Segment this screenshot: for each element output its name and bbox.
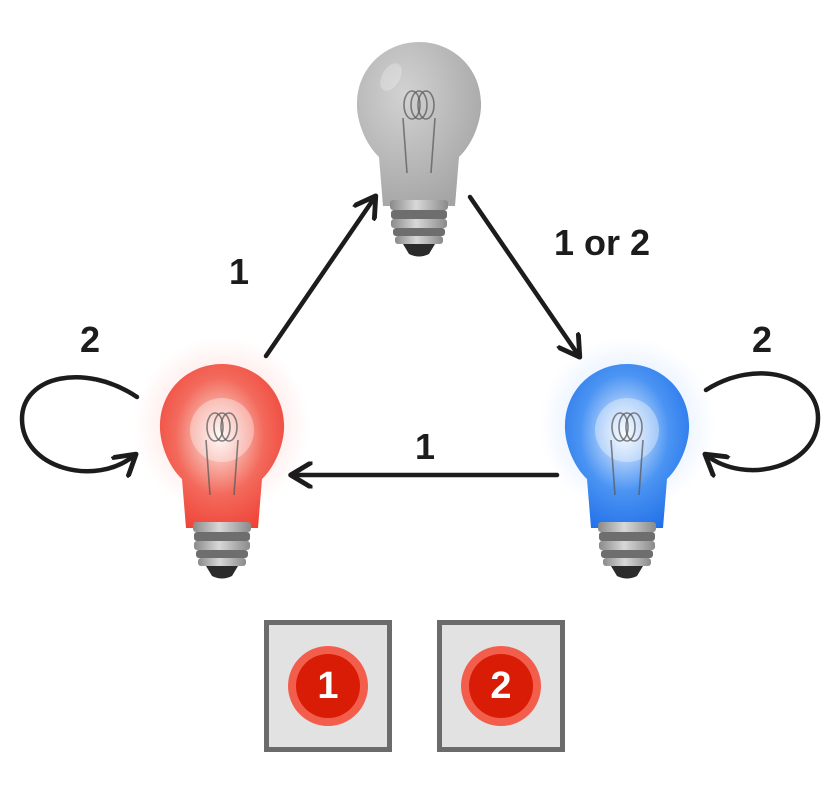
label-blue-to-red: 1 [415, 426, 436, 467]
gray-bulb-icon [356, 42, 482, 257]
button-panel-2: 2 [437, 620, 565, 752]
button-panel-1: 1 [264, 620, 392, 752]
label-gray-to-blue: 1 or 2 [554, 222, 651, 263]
label-blue-self-loop: 2 [752, 319, 773, 360]
button-1-label: 1 [296, 654, 360, 718]
label-red-self-loop: 2 [80, 319, 101, 360]
button-1[interactable]: 1 [288, 646, 368, 726]
self-loop-blue [706, 371, 821, 470]
button-2-label: 2 [469, 654, 533, 718]
arrow-red-to-gray [263, 197, 375, 359]
button-2[interactable]: 2 [461, 646, 541, 726]
self-loop-red [19, 375, 140, 471]
blue-bulb-icon [539, 337, 715, 579]
label-red-to-gray: 1 [229, 251, 250, 292]
red-bulb-icon [134, 337, 310, 579]
arrow-gray-to-blue [467, 194, 579, 356]
